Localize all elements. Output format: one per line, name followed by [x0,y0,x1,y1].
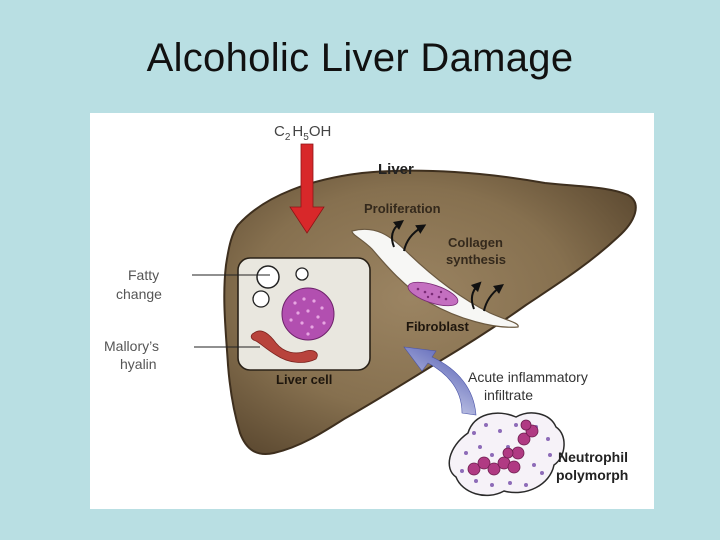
neutrophil-label-line2: polymorph [556,467,628,483]
fatty-change-label-line1: Fatty [128,267,159,283]
infiltrate-cell-dots [460,423,552,487]
liver-label: Liver [378,161,414,178]
slide-title: Alcoholic Liver Damage [146,36,574,80]
collagen-arrow [470,281,482,310]
liver-shape [223,169,637,455]
liver-cell-nucleus [281,287,335,341]
fatty-change-label-line2: change [116,286,162,302]
fat-vacuole [295,267,309,281]
infiltrate-arrow [403,346,477,416]
acute-infiltrate-label-line1: Acute inflammatory [468,369,588,385]
fibroblast-nucleus-dots [416,287,448,301]
ethanol-arrow [289,143,325,234]
collagen-arrow [483,283,504,312]
collagen-label-line1: Collagen [448,235,503,250]
fibroblast-label: Fibroblast [406,319,470,334]
mallory-hyalin [250,330,318,363]
proliferation-label: Proliferation [364,201,441,216]
proliferation-arrow [403,224,427,252]
acute-infiltrate-label-line2: infiltrate [484,387,533,403]
mallory-hyalin-label-line1: Mallory’s [104,338,159,354]
collagen-label-line2: synthesis [446,252,506,267]
mallory-hyalin-label-line2: hyalin [120,356,157,372]
neutrophil-label-line1: Neutrophil [558,449,628,465]
fat-vacuole [252,290,270,308]
fat-vacuole [256,265,280,289]
nucleus-chromatin-dots [289,297,326,336]
fibroblast-cleft [351,228,519,328]
proliferation-arrow [391,219,404,248]
liver-cell-label: Liver cell [276,372,332,387]
neutrophil-cluster [467,419,539,476]
